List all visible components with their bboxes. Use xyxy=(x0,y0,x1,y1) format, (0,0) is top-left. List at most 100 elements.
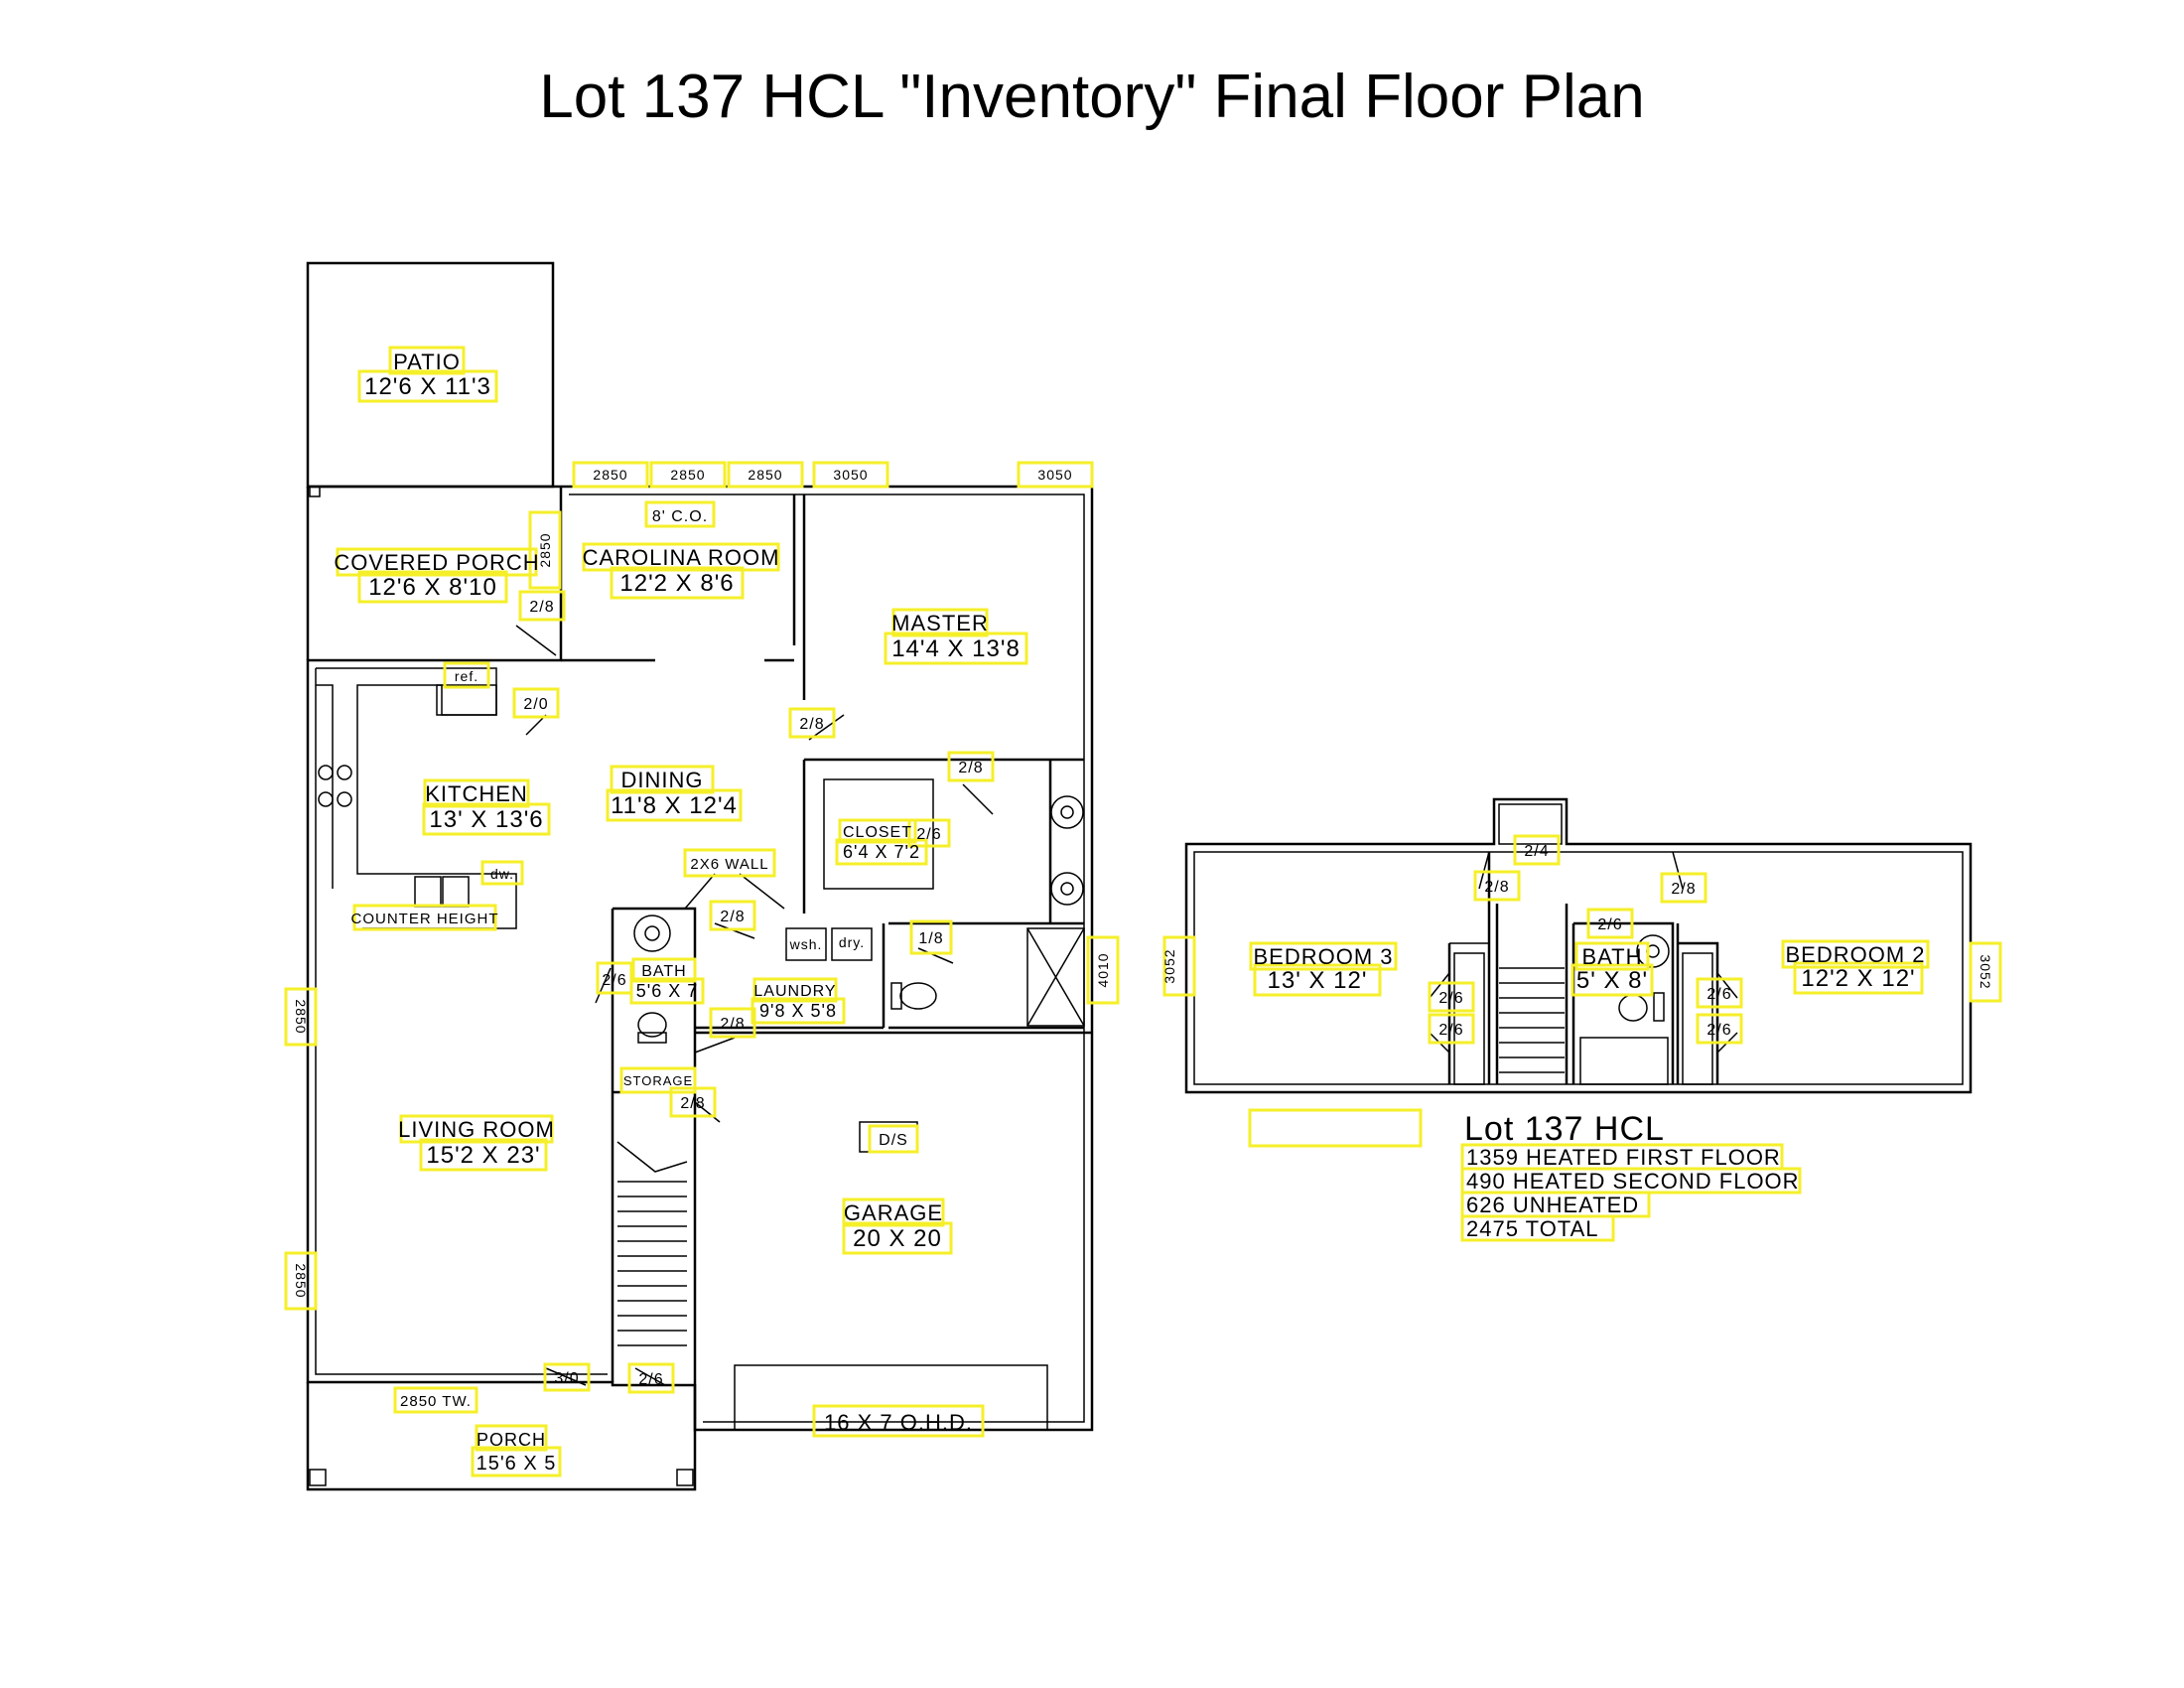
window-label: 3052 xyxy=(1978,954,1993,989)
window-label: 3052 xyxy=(1161,948,1177,983)
door-label: 2/6 xyxy=(602,972,626,989)
closet-name: CLOSET xyxy=(843,824,912,841)
refrigerator xyxy=(436,684,497,716)
door-label: 3/0 xyxy=(554,1370,579,1387)
garage-dims: 20 X 20 xyxy=(853,1225,942,1252)
bath-dims: 5'6 X 7 xyxy=(636,981,698,1001)
wall-2x6-label: 2X6 WALL xyxy=(690,856,768,873)
bedroom3-dims: 13' X 12' xyxy=(1268,967,1368,994)
laundry-name: LAUNDRY xyxy=(753,983,836,1000)
bath-name: BATH xyxy=(641,963,686,980)
storage-label: STORAGE xyxy=(623,1073,693,1088)
area-summary: Lot 137 HCL 1359 HEATED FIRST FLOOR 490 … xyxy=(1464,1110,1800,1241)
window-label: 2850 xyxy=(293,999,309,1034)
window-label: 2850 xyxy=(537,532,553,567)
upper-bath-name: BATH xyxy=(1581,944,1642,969)
door-label: 2/0 xyxy=(523,696,548,713)
kitchen-name: KITCHEN xyxy=(425,781,528,806)
stairs-upper xyxy=(1499,967,1565,1073)
door-label: 2/6 xyxy=(1438,990,1463,1007)
door-label: 2/4 xyxy=(1524,843,1549,860)
master-name: MASTER xyxy=(891,611,989,635)
washer xyxy=(785,927,827,961)
dryer-label: dry. xyxy=(839,934,865,950)
laundry-dims: 9'8 X 5'8 xyxy=(759,1001,837,1021)
window-label: 3050 xyxy=(1037,467,1072,483)
door-label: 2/8 xyxy=(1484,879,1509,896)
window-label: 2850 xyxy=(670,467,705,483)
window-label: 4010 xyxy=(1095,952,1111,987)
summary-heading: Lot 137 HCL xyxy=(1464,1110,1665,1148)
master-dims: 14'4 X 13'8 xyxy=(891,635,1021,662)
window-label: 2850 xyxy=(593,467,627,483)
window-label: 2850 xyxy=(748,467,782,483)
door-swings xyxy=(515,625,994,1386)
hall-walls xyxy=(1447,852,1491,1084)
door-label: 2/8 xyxy=(529,599,554,616)
master-bath-walls xyxy=(888,760,1084,1030)
summary-line: 1359 HEATED FIRST FLOOR xyxy=(1466,1145,1781,1170)
porch-outline xyxy=(306,1382,697,1491)
door-label: 2/8 xyxy=(680,1095,705,1112)
bedroom3-name: BEDROOM 3 xyxy=(1253,944,1393,969)
door-labels: 2/8 2/0 2/8 2/8 2/6 2/8 2/6 2/8 1/8 2/8 … xyxy=(523,599,1731,1388)
stairs xyxy=(616,1141,688,1346)
overhead-door xyxy=(734,1364,1048,1431)
window-label: 3050 xyxy=(833,467,868,483)
second-floor-exterior xyxy=(1184,797,1973,1094)
door-label: 2/8 xyxy=(799,716,824,733)
shower xyxy=(1026,927,1085,1027)
window-labels: 2850 2850 2850 3050 3050 2850 2850 2850 … xyxy=(293,467,1993,1299)
kitchen-sink xyxy=(442,876,470,908)
plan-title: Lot 137 HCL "Inventory" Final Floor Plan xyxy=(539,63,1645,131)
door-label: 2/6 xyxy=(1706,1022,1731,1039)
counter-height-label: COUNTER HEIGHT xyxy=(351,911,499,927)
ohd-label: 16 X 7 O.H.D. xyxy=(824,1410,973,1435)
summary-line: 2475 TOTAL xyxy=(1466,1216,1599,1241)
tw-label: 2850 TW. xyxy=(400,1393,472,1410)
house-exterior-wall xyxy=(306,485,1094,1432)
closet-inner xyxy=(823,778,934,890)
window-label: 2850 xyxy=(293,1263,309,1298)
living-room-name: LIVING ROOM xyxy=(398,1117,555,1142)
door-label: 2/8 xyxy=(720,909,745,925)
patio-name: PATIO xyxy=(393,350,461,374)
upper-bath xyxy=(1571,921,1675,1084)
dryer xyxy=(831,927,873,961)
dining-dims: 11'8 X 12'4 xyxy=(611,792,738,819)
bathtub xyxy=(1579,1037,1669,1085)
ref-label: ref. xyxy=(455,668,478,684)
laundry-bath-walls xyxy=(611,907,1092,1430)
door-label: 2/8 xyxy=(720,1016,745,1033)
door-label: 2/6 xyxy=(638,1371,663,1388)
washer-label: wsh. xyxy=(789,936,823,952)
porch-dims: 15'6 X 5 xyxy=(477,1453,557,1475)
stairwell xyxy=(1495,904,1569,1084)
label-highlights xyxy=(284,346,2002,1477)
door-label: 2/6 xyxy=(1706,986,1731,1003)
carolina-room-dims: 12'2 X 8'6 xyxy=(619,570,734,597)
door-label: 2/8 xyxy=(1671,881,1696,898)
garage-name: GARAGE xyxy=(844,1200,943,1225)
upper-bath-dims: 5' X 8' xyxy=(1576,967,1648,994)
covered-porch-outline xyxy=(306,485,561,660)
master-wall xyxy=(792,494,806,700)
bedroom2-dims: 12'2 X 12' xyxy=(1801,965,1915,992)
living-room-dims: 15'2 X 23' xyxy=(426,1142,540,1169)
dw-label: dw. xyxy=(490,866,514,882)
porch-name: PORCH xyxy=(477,1430,546,1450)
first-floor xyxy=(306,261,1094,1491)
door-label: 2/6 xyxy=(1597,916,1622,933)
kitchen-dims: 13' X 13'6 xyxy=(429,806,543,833)
summary-line: 490 HEATED SECOND FLOOR xyxy=(1466,1169,1800,1194)
covered-porch-dims: 12'6 X 8'10 xyxy=(368,574,497,601)
patio-dims: 12'6 X 11'3 xyxy=(364,373,491,400)
room-labels: PATIO 12'6 X 11'3 COVERED PORCH 12'6 X 8… xyxy=(334,350,1021,1475)
carolina-room-name: CAROLINA ROOM xyxy=(583,545,780,570)
attic-access xyxy=(1498,803,1563,845)
closet-dims: 6'4 X 7'2 xyxy=(843,842,920,862)
dining-name: DINING xyxy=(621,768,704,792)
living-exterior-inner xyxy=(315,668,608,1375)
door-label: 2/8 xyxy=(958,760,983,776)
